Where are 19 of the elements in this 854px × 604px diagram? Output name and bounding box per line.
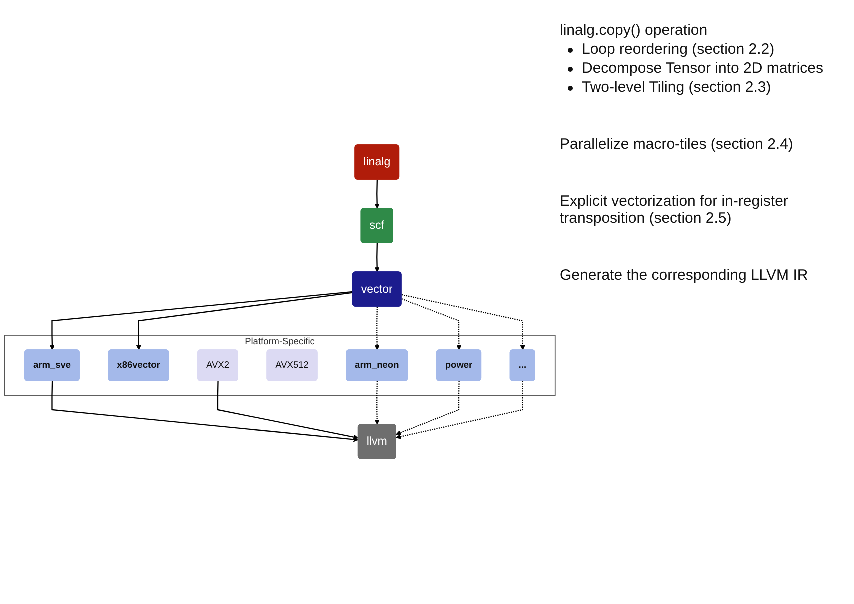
- bullet-note: Two-level Tiling (section 2.3): [560, 79, 850, 96]
- note-text: Explicit vectorization for in-register transposition (section 2.5): [560, 193, 790, 227]
- arrow: [217, 381, 359, 440]
- note-text: Generate the corresponding LLVM IR: [560, 267, 810, 284]
- arrow: [50, 291, 354, 350]
- arrow: [374, 180, 380, 209]
- arrow: [396, 381, 460, 436]
- bullet-note: Loop reordering (section 2.2): [560, 41, 850, 58]
- arrow: [52, 381, 359, 442]
- note-text: Parallelize macro-tiles (section 2.4): [560, 136, 794, 153]
- arrow: [396, 381, 524, 440]
- arrow: [374, 381, 380, 425]
- arrow: [402, 294, 526, 350]
- bullet-note: Decompose Tensor into 2D matrices: [560, 60, 850, 77]
- arrow: [136, 292, 354, 350]
- arrow: [374, 243, 380, 272]
- arrow: [402, 298, 462, 350]
- arrow: [374, 306, 380, 350]
- note-text: linalg.copy() operation: [560, 22, 709, 39]
